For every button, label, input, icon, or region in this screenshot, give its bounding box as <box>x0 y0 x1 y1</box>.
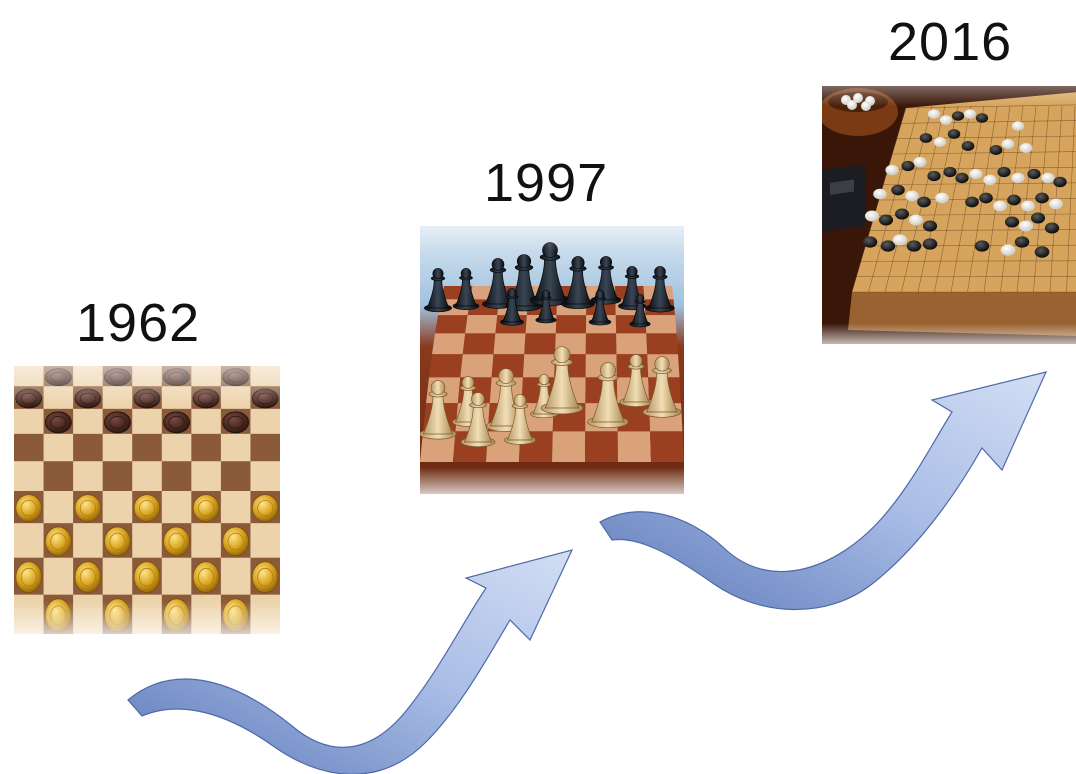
checkers-illustration <box>14 366 280 634</box>
go-illustration <box>822 86 1076 344</box>
chess-board-image <box>420 226 684 494</box>
checkers-board-image <box>14 366 280 634</box>
go-board-image <box>822 86 1076 344</box>
year-label-1997: 1997 <box>484 153 609 213</box>
chess-illustration <box>420 226 684 494</box>
year-label-2016: 2016 <box>888 12 1013 72</box>
year-label-1962: 1962 <box>76 293 201 353</box>
